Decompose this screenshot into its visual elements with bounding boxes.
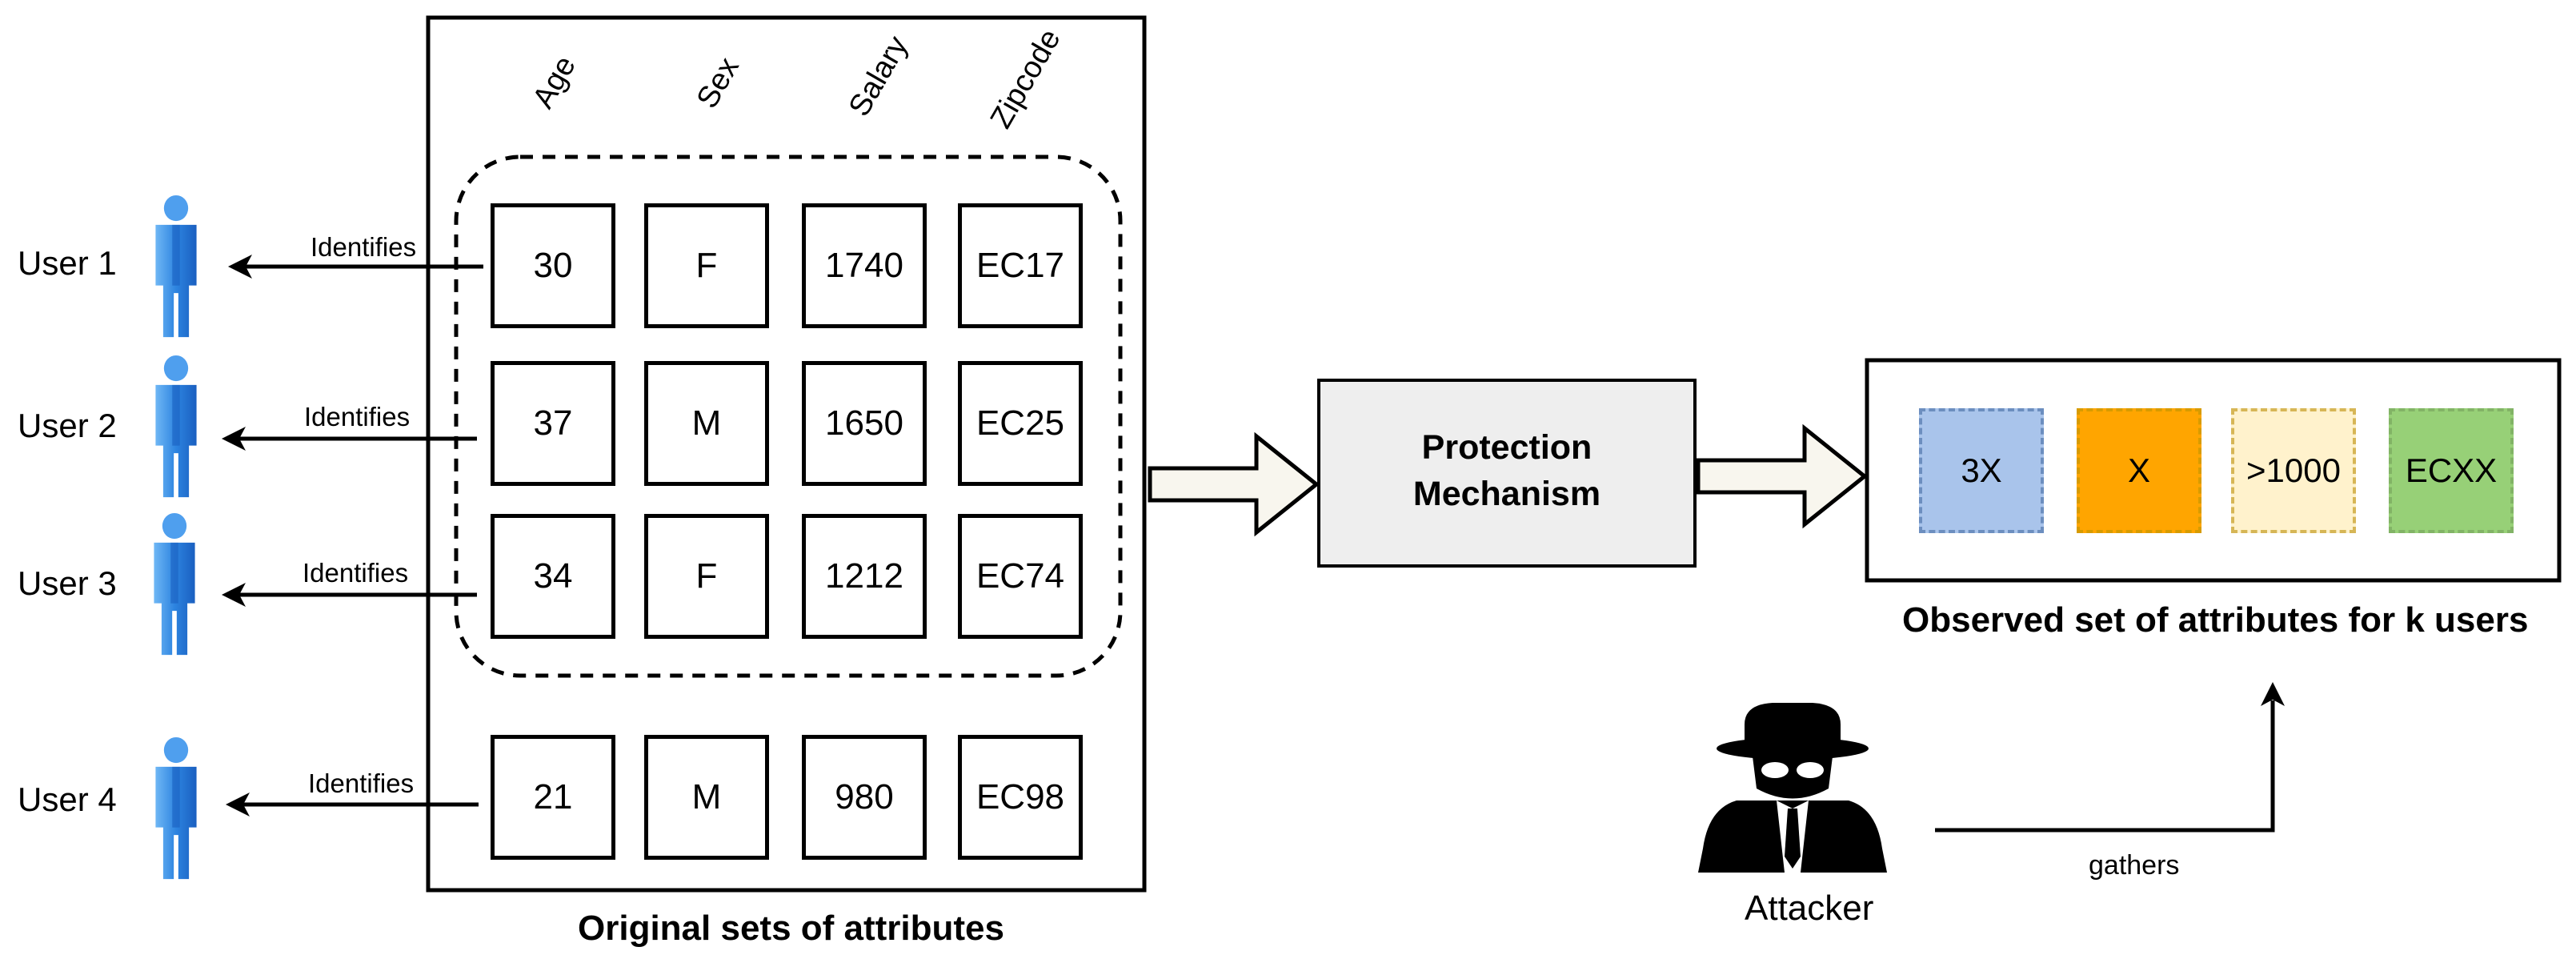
- user-3-icon: [154, 512, 195, 656]
- cell-r1-salary: 1740: [802, 203, 927, 328]
- block-arrow-to-observed: [1696, 423, 1869, 529]
- protection-mechanism-label: Protection Mechanism: [1319, 424, 1695, 517]
- cell-r1-zipcode: EC17: [958, 203, 1083, 328]
- identifies-label-3: Identifies: [302, 558, 409, 588]
- user-1-icon: [155, 195, 197, 338]
- user-2-icon: [155, 355, 197, 498]
- protection-mechanism-box: [1317, 379, 1697, 568]
- cell-r4-sex: M: [644, 735, 769, 860]
- cell-r2-sex: M: [644, 361, 769, 486]
- protection-mechanism-line2: Mechanism: [1412, 475, 1601, 513]
- observed-caption: Observed set of attributes for k users: [1902, 600, 2529, 640]
- user-1-label: User 1: [18, 244, 117, 282]
- cell-r4-zipcode: EC98: [958, 735, 1083, 860]
- gathers-arrow: [1935, 700, 2275, 833]
- cell-r1-sex: F: [644, 203, 769, 328]
- observed-cell-salary: >1000: [2231, 408, 2356, 533]
- user-4-label: User 4: [18, 780, 117, 818]
- cell-r2-salary: 1650: [802, 361, 927, 486]
- protection-mechanism-line1: Protection: [1421, 428, 1592, 467]
- user-4-icon: [155, 736, 197, 880]
- cell-r3-zipcode: EC74: [958, 514, 1083, 639]
- attacker-label: Attacker: [1745, 889, 1874, 928]
- original-caption: Original sets of attributes: [578, 909, 1004, 948]
- cell-r3-salary: 1212: [802, 514, 927, 639]
- dashed-group: [454, 154, 1123, 678]
- user-3-label: User 3: [18, 564, 117, 602]
- identifies-label-4: Identifies: [308, 768, 415, 798]
- observed-cell-sex: X: [2077, 408, 2201, 533]
- gathers-label: gathers: [2089, 850, 2180, 881]
- cell-r1-age: 30: [491, 203, 615, 328]
- identifies-label-2: Identifies: [304, 402, 411, 431]
- original-attributes-box: [426, 15, 1147, 893]
- cell-r3-sex: F: [644, 514, 769, 639]
- observed-cell-age: 3X: [1919, 408, 2044, 533]
- identifies-label-1: Identifies: [310, 232, 417, 262]
- cell-r3-age: 34: [491, 514, 615, 639]
- block-arrow-to-mechanism: [1148, 431, 1320, 537]
- cell-r2-age: 37: [491, 361, 615, 486]
- cell-r2-zipcode: EC25: [958, 361, 1083, 486]
- observed-cell-zipcode: ECXX: [2389, 408, 2514, 533]
- cell-r4-salary: 980: [802, 735, 927, 860]
- user-2-label: User 2: [18, 407, 117, 444]
- cell-r4-age: 21: [491, 735, 615, 860]
